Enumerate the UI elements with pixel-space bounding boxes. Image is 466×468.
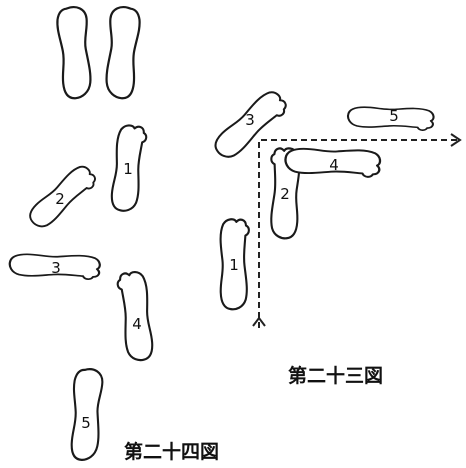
fig24-step-4-label: 4 bbox=[132, 315, 142, 333]
fig23-step-2-label: 2 bbox=[280, 185, 290, 203]
fig24-step-1: 1 bbox=[111, 125, 147, 212]
start-right-foot bbox=[102, 6, 141, 100]
fig23-caption: 第二十三図 bbox=[288, 364, 383, 387]
fig24-step-3: 3 bbox=[10, 254, 100, 279]
fig24-step-5-label: 5 bbox=[81, 414, 91, 432]
start-left-foot bbox=[55, 6, 94, 100]
fig24-step-1-label: 1 bbox=[123, 160, 133, 178]
fig23-step-4-label: 4 bbox=[329, 156, 339, 174]
figure-24: 1 2 3 4 5 第二十四図 bbox=[10, 6, 219, 463]
fig23-step-5-label: 5 bbox=[389, 107, 399, 125]
fig23-step-5: 5 bbox=[348, 107, 434, 130]
fig24-step-3-label: 3 bbox=[51, 259, 61, 277]
fig23-step-3-label: 3 bbox=[245, 111, 255, 129]
fig24-step-5: 5 bbox=[71, 369, 103, 461]
fig24-caption: 第二十四図 bbox=[124, 440, 219, 463]
figure-23: 1 2 3 4 5 第二十三図 bbox=[211, 86, 460, 387]
fig24-step-2-label: 2 bbox=[55, 190, 65, 208]
fig24-step-2: 2 bbox=[26, 161, 99, 234]
fig23-step-1: 1 bbox=[218, 219, 251, 310]
fig24-step-4: 4 bbox=[117, 271, 153, 361]
fig23-step-1-label: 1 bbox=[229, 256, 239, 274]
fig23-step-4: 4 bbox=[286, 149, 381, 177]
